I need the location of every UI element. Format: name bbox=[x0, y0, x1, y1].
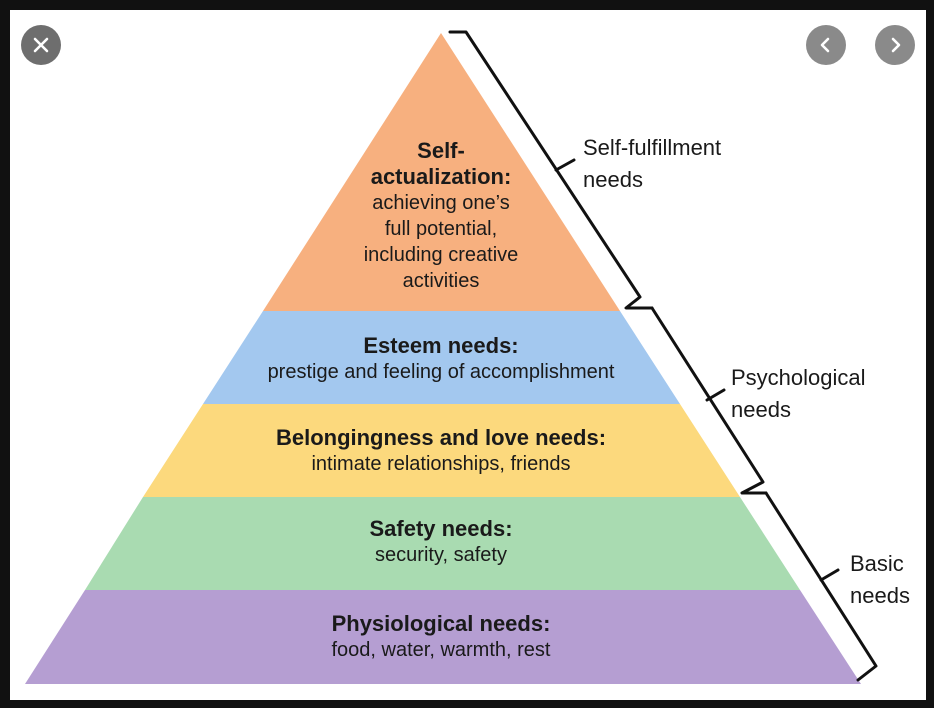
level-title: Physiological needs: bbox=[331, 611, 551, 636]
bracket-psychological bbox=[650, 306, 768, 495]
chevron-right-icon bbox=[891, 37, 901, 53]
bracket-label-line: Basic bbox=[850, 551, 904, 576]
bracket-tick-basic bbox=[819, 568, 840, 582]
level-description: food, water, warmth, rest bbox=[331, 639, 551, 661]
close-button[interactable] bbox=[21, 25, 61, 65]
tier-physiological bbox=[25, 590, 861, 684]
tier-safety bbox=[85, 497, 800, 590]
bracket-tick-self-fulfillment bbox=[554, 158, 576, 172]
bracket-label-basic: Basic needs bbox=[850, 548, 910, 612]
bracket-self-fulfillment bbox=[448, 30, 654, 310]
level-title: actualization: bbox=[370, 164, 512, 189]
tier-self-actualization bbox=[263, 33, 620, 311]
chevron-left-icon bbox=[820, 37, 830, 53]
bracket-label-line: Psychological bbox=[731, 365, 866, 390]
tier-belongingness bbox=[143, 404, 740, 497]
level-description: activities bbox=[402, 270, 480, 292]
level-title: Self- bbox=[417, 138, 465, 163]
level-title: Safety needs: bbox=[369, 516, 513, 541]
close-icon bbox=[33, 37, 49, 53]
label-safety: Safety needs: security, safety bbox=[241, 516, 641, 568]
level-description: achieving one’s bbox=[372, 192, 510, 214]
bracket-label-line: Self-fulfillment bbox=[583, 135, 722, 160]
tier-esteem bbox=[203, 311, 680, 404]
bracket-tick-psychological bbox=[705, 388, 726, 402]
bracket-label-line: needs bbox=[583, 167, 643, 192]
level-description: full potential, bbox=[384, 218, 498, 240]
label-esteem: Esteem needs: prestige and feeling of ac… bbox=[216, 333, 666, 385]
bracket-basic bbox=[764, 491, 878, 682]
bracket-label-psychological: Psychological needs bbox=[731, 362, 866, 426]
level-description: intimate relationships, friends bbox=[311, 453, 571, 475]
level-title: Belongingness and love needs: bbox=[275, 425, 607, 450]
level-title: Esteem needs: bbox=[363, 333, 519, 358]
level-description: including creative bbox=[363, 244, 519, 266]
label-self-actualization: Self- actualization: achieving one’s ful… bbox=[316, 138, 566, 294]
bracket-label-self-fulfillment: Self-fulfillment needs bbox=[583, 132, 721, 196]
label-belongingness: Belongingness and love needs: intimate r… bbox=[191, 425, 691, 477]
next-image-button[interactable] bbox=[875, 25, 915, 65]
level-description: prestige and feeling of accomplishment bbox=[267, 361, 615, 383]
bracket-label-line: needs bbox=[850, 583, 910, 608]
level-description: security, safety bbox=[375, 544, 507, 566]
previous-image-button[interactable] bbox=[806, 25, 846, 65]
label-physiological: Physiological needs: food, water, warmth… bbox=[216, 611, 666, 663]
bracket-label-line: needs bbox=[731, 397, 791, 422]
